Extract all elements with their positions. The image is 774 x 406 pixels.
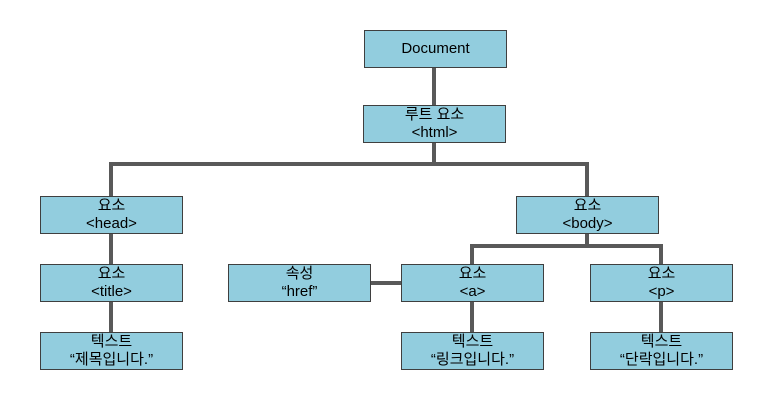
node-html-label-line1: 루트 요소 (404, 106, 465, 123)
node-a-label-line1: 요소 (458, 265, 487, 282)
connector-body-stem (585, 234, 589, 246)
node-text-link-label-line2: “링크입니다.” (430, 351, 515, 368)
node-document-label: Document (401, 40, 470, 57)
connector-branch-head (109, 162, 113, 196)
connector-p-text (659, 302, 663, 332)
node-text-link-label-line1: 텍스트 (451, 333, 494, 350)
node-title-label-line2: <title> (91, 283, 132, 300)
node-html-label-line2: <html> (411, 124, 458, 141)
node-root-element-html: 루트 요소 <html> (363, 105, 506, 143)
connector-branch-a (470, 244, 474, 264)
node-text-link: 텍스트 “링크입니다.” (401, 332, 544, 370)
node-title-label-line1: 요소 (97, 265, 126, 282)
node-text-title-label-line2: “제목입니다.” (69, 351, 154, 368)
connector-title-text (109, 302, 113, 332)
node-a-label-line2: <a> (459, 283, 486, 300)
node-element-a: 요소 <a> (401, 264, 544, 302)
connector-branch-p (659, 244, 663, 264)
node-document: Document (364, 30, 507, 68)
node-head-label-line2: <head> (86, 215, 137, 232)
node-text-para-label-line2: “단락입니다.” (619, 351, 704, 368)
node-body-label-line2: <body> (562, 215, 613, 232)
node-attribute-href: 속성 “href” (228, 264, 371, 302)
connector-html-stem (432, 143, 436, 166)
node-text-title: 텍스트 “제목입니다.” (40, 332, 183, 370)
connector-a-text (470, 302, 474, 332)
node-p-label-line1: 요소 (647, 265, 676, 282)
node-attr-label-line1: 속성 (285, 265, 314, 282)
connector-document-html (432, 67, 436, 106)
connector-attr-a (371, 281, 401, 285)
node-element-p: 요소 <p> (590, 264, 733, 302)
connector-head-title (109, 234, 113, 264)
node-body-label-line1: 요소 (573, 197, 602, 214)
node-element-head: 요소 <head> (40, 196, 183, 234)
node-attr-label-line2: “href” (281, 283, 318, 300)
node-text-paragraph: 텍스트 “단락입니다.” (590, 332, 733, 370)
node-head-label-line1: 요소 (97, 197, 126, 214)
node-p-label-line2: <p> (648, 283, 675, 300)
node-element-title: 요소 <title> (40, 264, 183, 302)
connector-html-branch-bar (109, 162, 589, 166)
connector-branch-body (585, 162, 589, 196)
node-text-para-label-line1: 텍스트 (640, 333, 683, 350)
node-text-title-label-line1: 텍스트 (90, 333, 133, 350)
node-element-body: 요소 <body> (516, 196, 659, 234)
connector-body-branch-bar (470, 244, 663, 248)
